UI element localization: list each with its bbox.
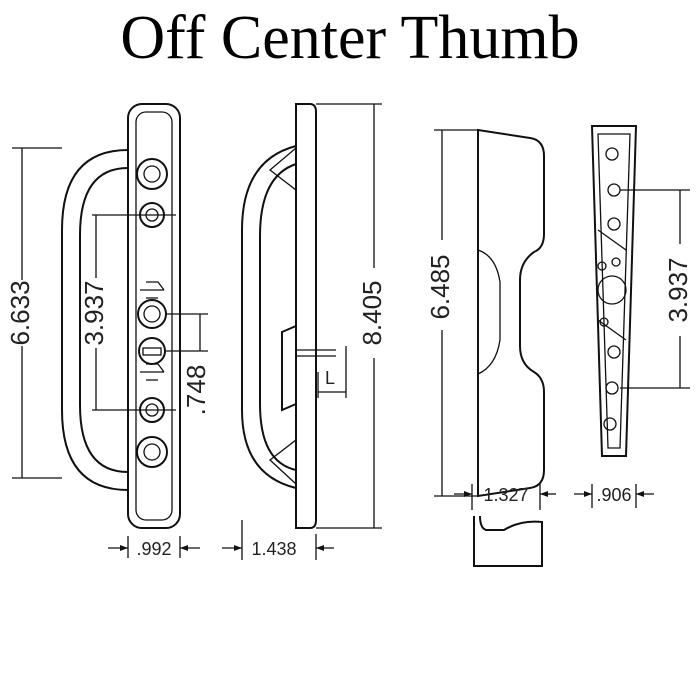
side-view: L 8.405 1.438 (222, 103, 387, 560)
front-escutcheon-inner (135, 111, 173, 521)
back-view: 6.485 1.327 (425, 128, 556, 567)
back-bottom-profile (473, 515, 543, 567)
front-thumb-button (137, 299, 167, 329)
dim-plate-hole-spacing: 3.937 (663, 257, 693, 322)
dim-side-depth: 1.438 (251, 539, 296, 559)
plate-hole-4 (607, 345, 621, 359)
plate-outline (590, 125, 638, 457)
front-bottom-screw-boss (136, 436, 168, 468)
plate-hole-1 (605, 147, 619, 161)
plate-hole-5 (605, 381, 619, 395)
dim-side-length: 8.405 (357, 280, 387, 345)
front-handle-grip (61, 149, 129, 491)
front-top-screw-boss (136, 158, 168, 190)
plate-hole-3 (607, 217, 621, 231)
front-view: 6.633 3.937 .748 .992 (5, 103, 211, 559)
plate-center-boss (597, 275, 627, 305)
plate-hole-2 (607, 183, 621, 197)
side-thumb-piece (281, 324, 297, 412)
dim-front-width: .992 (136, 539, 171, 559)
front-escutcheon (127, 103, 181, 529)
front-latch-lever (140, 281, 165, 299)
dim-thumb-spacing: .748 (181, 365, 211, 416)
back-body (477, 128, 545, 498)
dim-overall-height: 6.633 (5, 280, 35, 345)
dim-front-hole-spacing: 3.937 (79, 280, 109, 345)
plate-hole-6 (603, 417, 617, 431)
diagram-title: Off Center Thumb (120, 4, 580, 72)
plate-view: 3.937 .906 (574, 125, 693, 508)
dim-back-height: 6.485 (425, 254, 455, 319)
dim-plate-width: .906 (596, 485, 631, 505)
front-handle-grip-inner (79, 167, 129, 473)
dim-back-width: 1.327 (483, 485, 528, 505)
dim-side-L: L (325, 368, 335, 388)
side-body (295, 103, 317, 529)
side-handle (241, 145, 297, 489)
